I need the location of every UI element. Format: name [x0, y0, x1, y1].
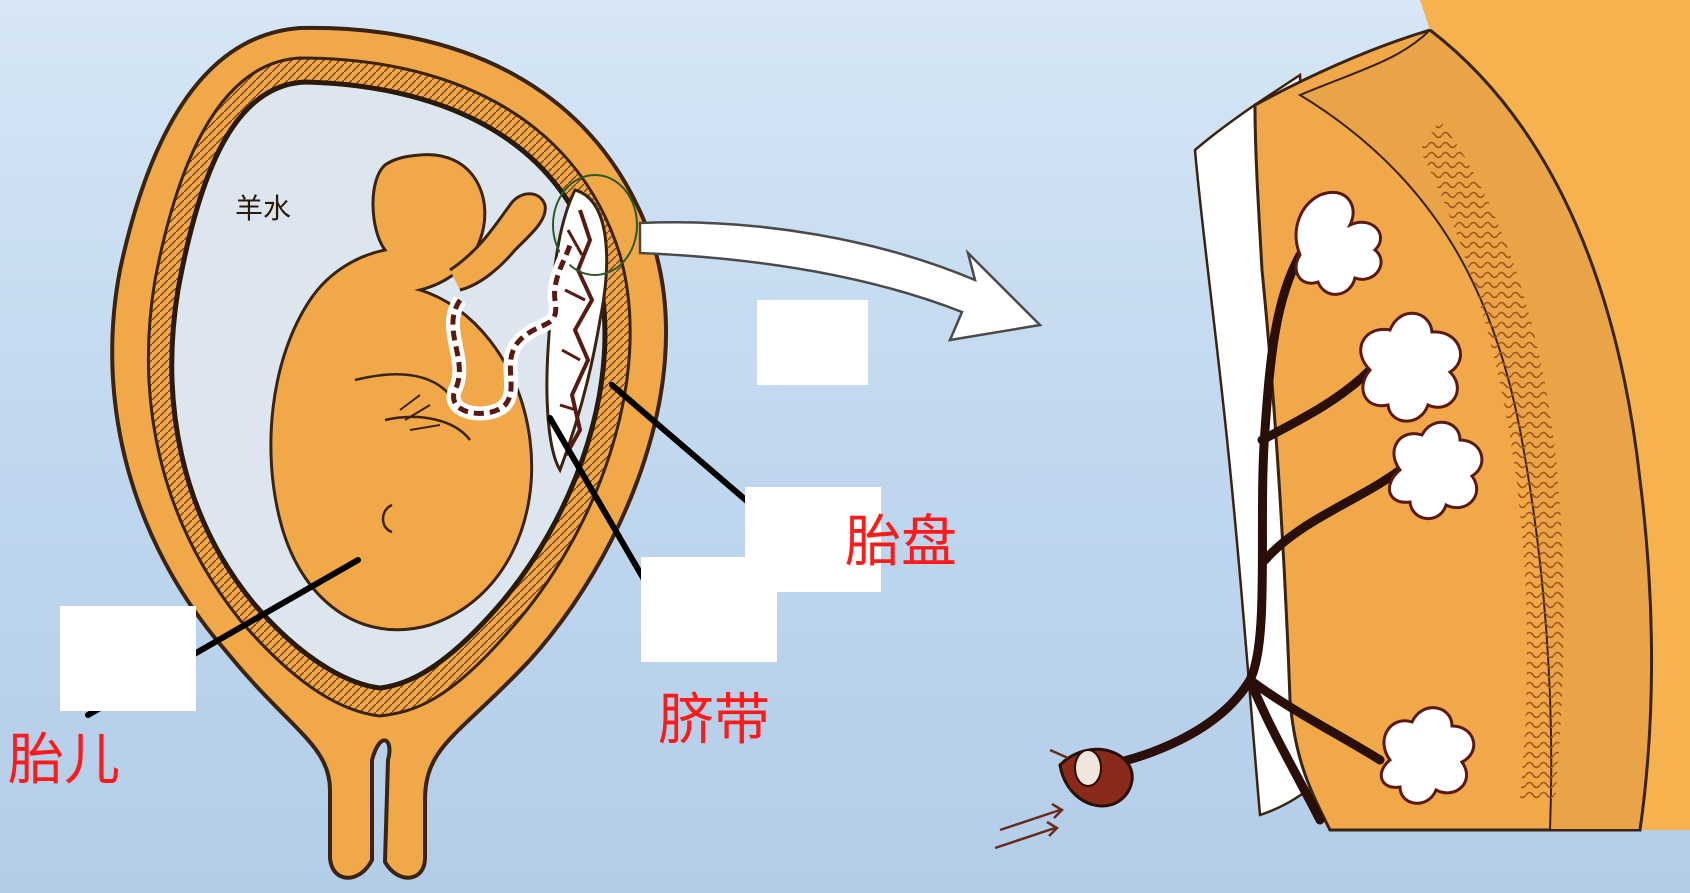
- cord-cut-face: [1075, 750, 1101, 786]
- amniotic-fluid-label: 羊水: [235, 192, 291, 225]
- blank-box-1: [757, 300, 868, 385]
- placenta-label: 胎盘: [845, 515, 957, 571]
- placenta-section-illustration: [995, 0, 1690, 848]
- blank-box-4: [60, 606, 196, 711]
- blank-box-3: [641, 557, 777, 662]
- fetus-label: 胎儿: [8, 733, 120, 789]
- uterus-illustration: 羊水: [112, 28, 666, 878]
- umbilical-cord-label: 脐带: [658, 693, 770, 749]
- flow-arrows: [995, 750, 1068, 848]
